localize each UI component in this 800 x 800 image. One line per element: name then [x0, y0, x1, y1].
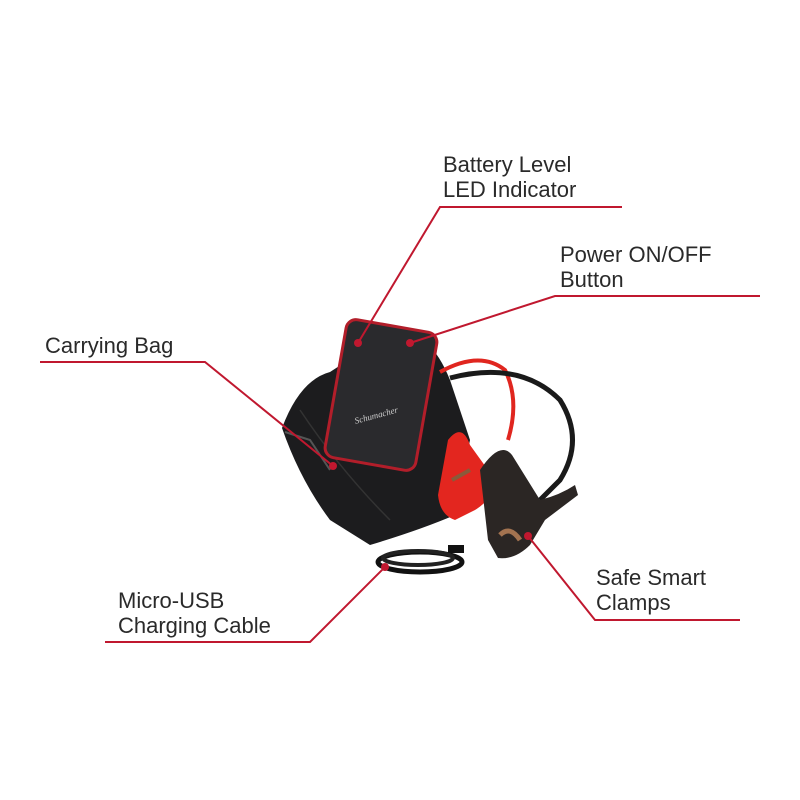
- carrying-bag-leader: [40, 361, 334, 467]
- usb-cable-coil: [375, 545, 465, 575]
- clamp-cables: [439, 358, 575, 502]
- power-button-label-line1: Power ON/OFF: [560, 242, 712, 267]
- battery-led-dot: [354, 339, 362, 347]
- battery-led-label-line2: LED Indicator: [443, 177, 577, 202]
- usb-cable-label: Micro-USB Charging Cable: [118, 588, 271, 638]
- battery-led-label-line1: Battery Level: [443, 152, 572, 177]
- clamps-dot: [524, 532, 532, 540]
- carrying-bag-dot: [329, 462, 337, 470]
- black-clamp: [480, 450, 578, 559]
- battery-led-label: Battery Level LED Indicator: [443, 152, 576, 202]
- clamps-label: Safe Smart Clamps: [596, 565, 706, 615]
- carrying-bag-label: Carrying Bag: [45, 333, 173, 358]
- callout-lines: [40, 206, 760, 643]
- carrying-bag-label-line1: Carrying Bag: [45, 333, 174, 358]
- usb-cable-dot: [381, 563, 389, 571]
- power-button-label-line2: Button: [560, 267, 624, 292]
- clamps-label-line2: Clamps: [596, 590, 671, 615]
- power-button-leader: [409, 295, 760, 344]
- power-button-label: Power ON/OFF Button: [560, 242, 712, 292]
- usb-cable-label-line1: Micro-USB: [118, 588, 225, 613]
- battery-led-leader: [357, 206, 622, 344]
- power-bank: Schumacher: [323, 318, 439, 472]
- callout-dots: [329, 339, 532, 571]
- usb-cable-label-line2: Charging Cable: [118, 613, 271, 638]
- power-button-dot: [406, 339, 414, 347]
- clamps-leader: [527, 535, 740, 621]
- usb-cable-leader: [105, 566, 386, 643]
- red-clamp: [438, 432, 492, 520]
- clamps-label-line1: Safe Smart: [596, 565, 707, 590]
